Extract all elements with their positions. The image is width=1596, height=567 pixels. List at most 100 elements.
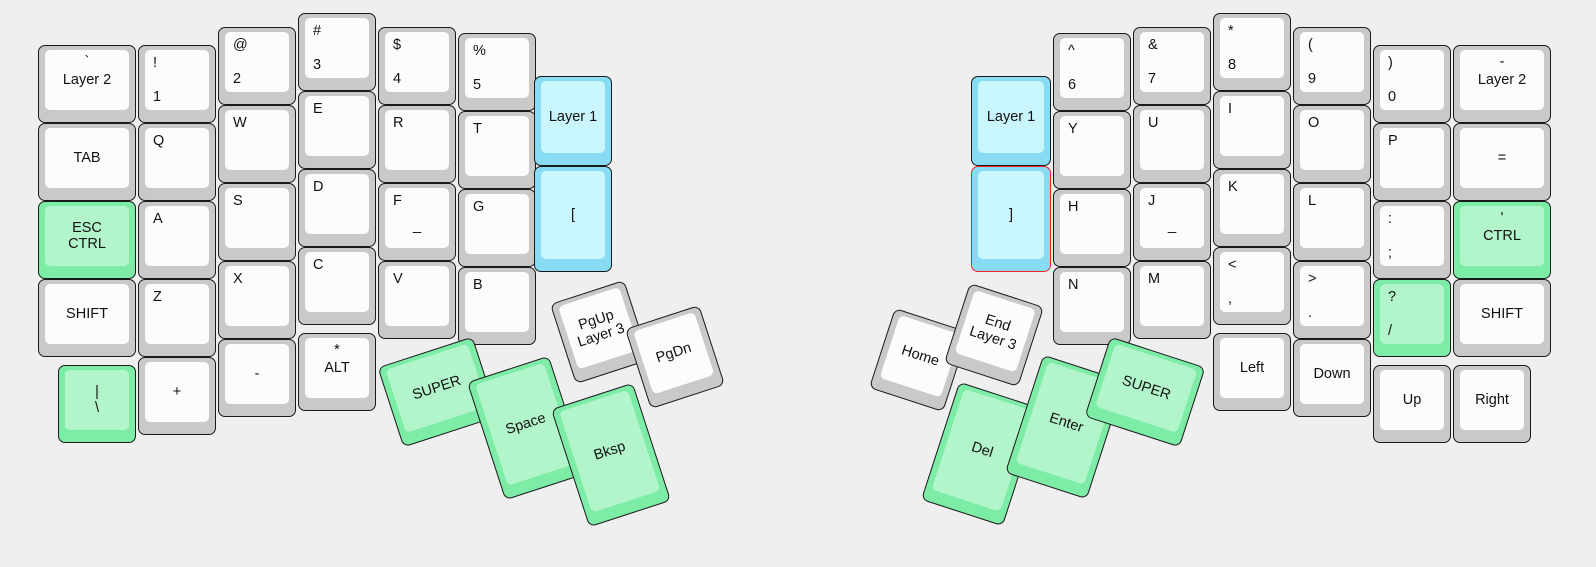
key-pipe-backslash[interactable]: | \ [58,365,136,443]
key-p[interactable]: P [1373,123,1451,201]
key-shift-right[interactable]: SHIFT [1453,279,1551,357]
key-plus[interactable]: + [138,357,216,435]
key-up-arrow[interactable]: Up [1373,365,1451,443]
keycap-layer1-right: Layer 1 [978,81,1044,153]
legend-primary-amp-7: & [1148,37,1158,53]
key-k[interactable]: K [1213,169,1291,247]
key-bracket-left[interactable]: [ [534,166,612,272]
key-m[interactable]: M [1133,261,1211,339]
keycap-c: C [305,252,369,312]
key-star-alt[interactable]: *ALT [298,333,376,411]
key-minus-left[interactable]: - [218,339,296,417]
key-shift-left[interactable]: SHIFT [38,279,136,357]
key-amp-7[interactable]: &7 [1133,27,1211,105]
keycap-grave-layer2: `Layer 2 [45,50,129,110]
key-o[interactable]: O [1293,105,1371,183]
keycap-a: A [145,206,209,266]
key-h[interactable]: H [1053,189,1131,267]
keycap-gt-period: >. [1300,266,1364,326]
legend-stacked-end-layer3: End Layer 3 [967,311,1019,354]
key-s[interactable]: S [218,183,296,261]
key-b[interactable]: B [458,267,536,345]
key-end-layer3[interactable]: End Layer 3 [943,283,1045,387]
keycap-percent-5: %5 [465,38,529,98]
legend-primary-paren-9: ( [1308,37,1313,53]
key-left-arrow[interactable]: Left [1213,333,1291,411]
key-star-8[interactable]: *8 [1213,13,1291,91]
key-down-arrow[interactable]: Down [1293,339,1371,417]
keycap-t: T [465,116,529,176]
key-e[interactable]: E [298,91,376,169]
key-caret-6[interactable]: ^6 [1053,33,1131,111]
key-question-slash[interactable]: ?/ [1373,279,1451,357]
keycap-tab: TAB [45,128,129,188]
key-u[interactable]: U [1133,105,1211,183]
keycap-minus-left: - [225,344,289,404]
key-z[interactable]: Z [138,279,216,357]
keycap-x: X [225,266,289,326]
key-right-arrow[interactable]: Right [1453,365,1531,443]
key-paren-0[interactable]: )0 [1373,45,1451,123]
key-esc-ctrl[interactable]: ESC CTRL [38,201,136,279]
key-exclaim-1[interactable]: !1 [138,45,216,123]
keycap-layer1-left: Layer 1 [541,81,605,153]
key-a[interactable]: A [138,201,216,279]
key-colon-semicolon[interactable]: :; [1373,201,1451,279]
legend-secondary-colon-semicolon: ; [1388,244,1393,261]
key-d[interactable]: D [298,169,376,247]
key-percent-5[interactable]: %5 [458,33,536,111]
legend-primary-star-8: * [1228,23,1234,39]
key-j[interactable]: J_ [1133,183,1211,261]
legend-primary-b: B [473,277,483,293]
key-gt-period[interactable]: >. [1293,261,1371,339]
key-w[interactable]: W [218,105,296,183]
key-layer1-right[interactable]: Layer 1 [971,76,1051,166]
keycap-n: N [1060,272,1124,332]
legend-center-layer1-left: Layer 1 [548,108,598,125]
key-hash-3[interactable]: #3 [298,13,376,91]
key-c[interactable]: C [298,247,376,325]
key-at-2[interactable]: @2 [218,27,296,105]
keycap-i: I [1220,96,1284,156]
legend-primary-o: O [1308,115,1320,131]
key-minus-layer2[interactable]: -Layer 2 [1453,45,1551,123]
key-bracket-right[interactable]: ] [971,166,1051,272]
homing-bar-f: _ [412,217,422,235]
key-pgdn[interactable]: PgDn [624,305,726,409]
key-l[interactable]: L [1293,183,1371,261]
legend-center-plus: + [172,383,182,400]
keycap-b: B [465,272,529,332]
key-grave-layer2[interactable]: `Layer 2 [38,45,136,123]
key-r[interactable]: R [378,105,456,183]
key-t[interactable]: T [458,111,536,189]
keycap-right-arrow: Right [1460,370,1524,430]
key-lt-comma[interactable]: <, [1213,247,1291,325]
keycap-q: Q [145,128,209,188]
legend-center-right-arrow: Right [1475,391,1509,408]
key-i[interactable]: I [1213,91,1291,169]
key-g[interactable]: G [458,189,536,267]
legend-center-up-arrow: Up [1402,391,1422,408]
legend-center-bracket-right: ] [1008,206,1014,223]
keycap-pgdn: PgDn [633,311,715,395]
legend-primary-m: M [1148,271,1161,287]
key-equals[interactable]: = [1453,123,1551,201]
key-quote-ctrl[interactable]: 'CTRL [1453,201,1551,279]
legend-primary-k: K [1228,179,1238,195]
keycap-v: V [385,266,449,326]
key-x[interactable]: X [218,261,296,339]
key-v[interactable]: V [378,261,456,339]
key-y[interactable]: Y [1053,111,1131,189]
key-n[interactable]: N [1053,267,1131,345]
legend-primary-d: D [313,179,324,195]
key-layer1-left[interactable]: Layer 1 [534,76,612,166]
key-paren-9[interactable]: (9 [1293,27,1371,105]
key-q[interactable]: Q [138,123,216,201]
key-dollar-4[interactable]: $4 [378,27,456,105]
legend-center-super-right: SUPER [1120,372,1173,404]
key-tab[interactable]: TAB [38,123,136,201]
legend-center-shift-left: SHIFT [66,305,108,322]
keycap-star-alt: *ALT [305,338,369,398]
legend-primary-colon-semicolon: : [1388,211,1393,227]
key-f[interactable]: F_ [378,183,456,261]
